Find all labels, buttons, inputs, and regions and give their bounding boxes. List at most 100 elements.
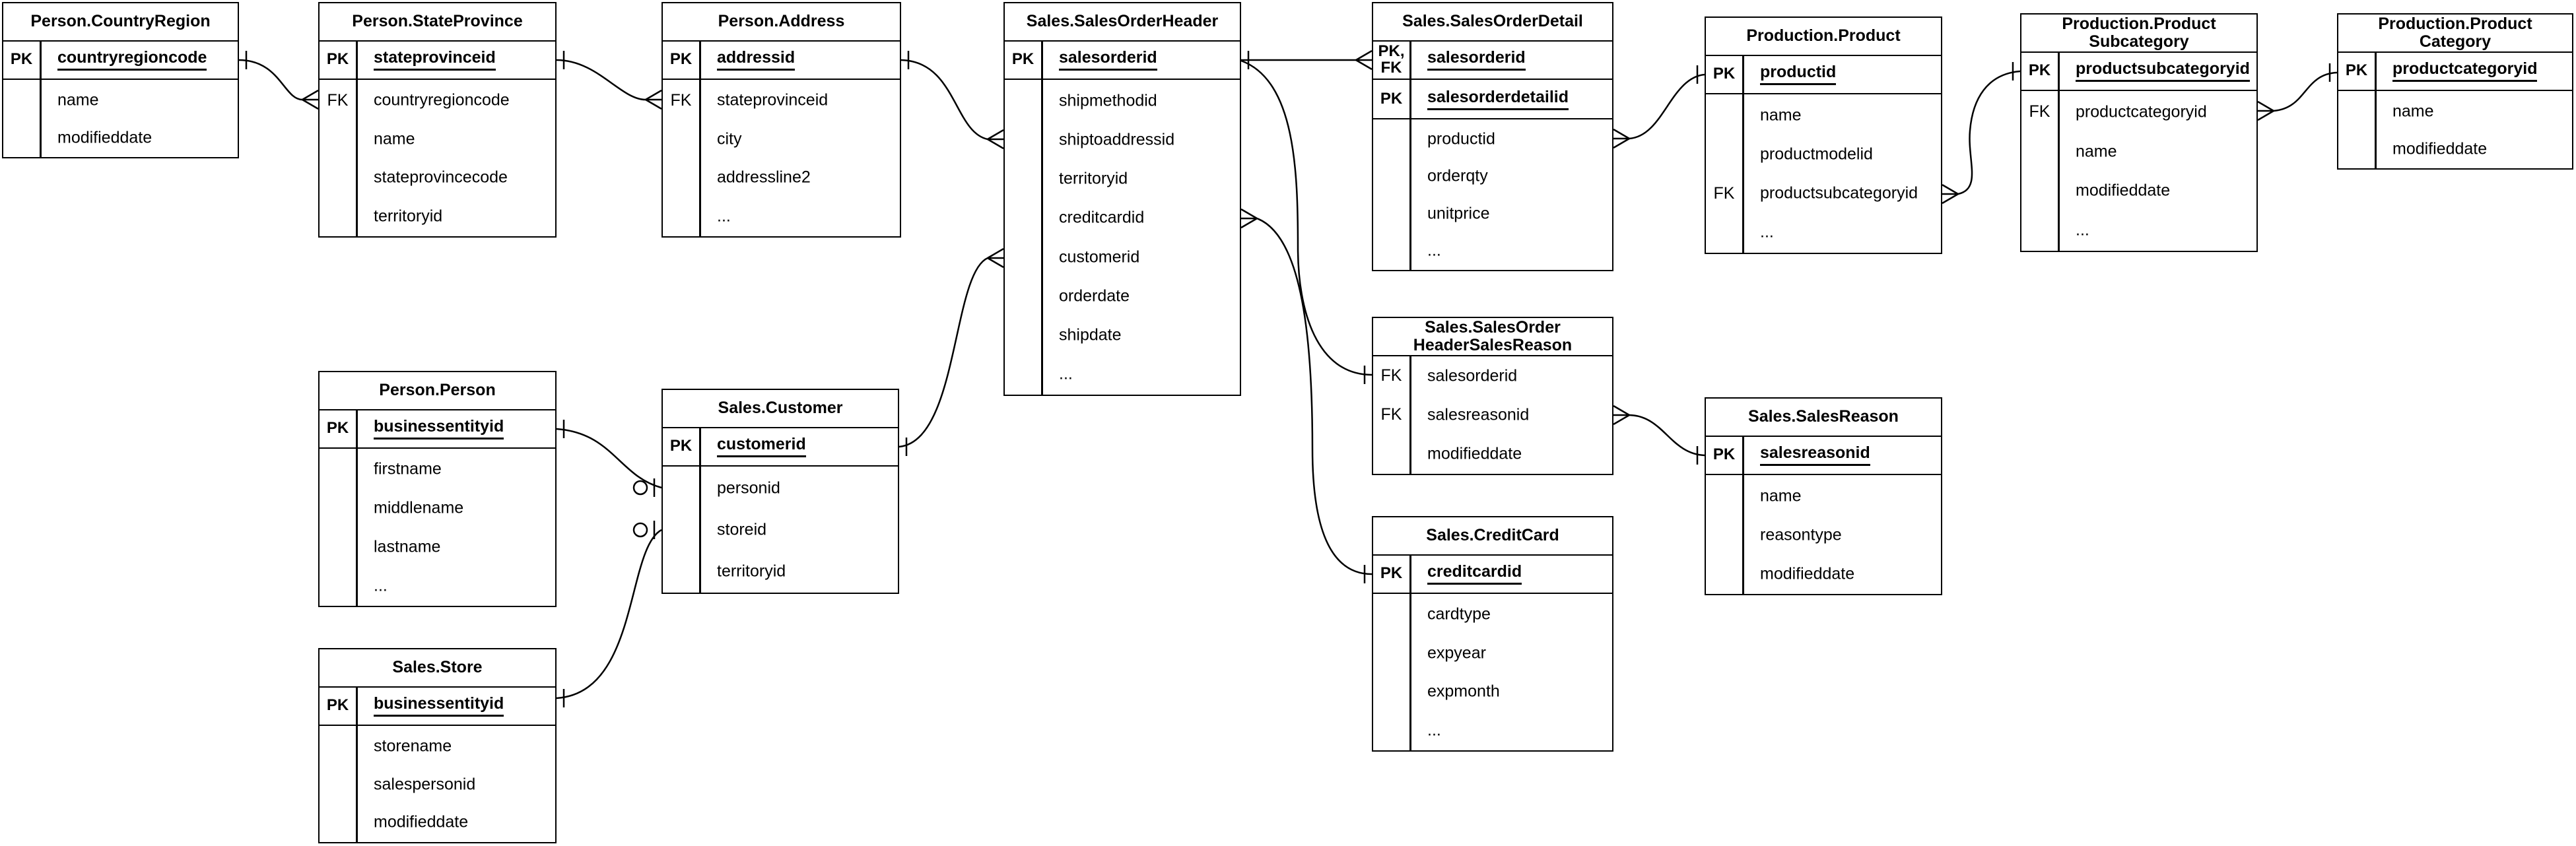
key-column-divider bbox=[356, 40, 358, 236]
key-column-divider bbox=[356, 686, 358, 842]
field-row: name bbox=[2338, 101, 2572, 122]
key-badge-text: PK bbox=[669, 50, 693, 68]
field-row: orderdate bbox=[1005, 286, 1240, 307]
field-name: modifieddate bbox=[374, 812, 469, 831]
field-row: modifieddate bbox=[320, 812, 555, 833]
relationship-countryregion-stateprovince[interactable] bbox=[238, 59, 303, 101]
crows-foot-prong bbox=[645, 89, 662, 101]
field-name: modifieddate bbox=[1760, 564, 1855, 583]
field-row: reasontype bbox=[1706, 525, 1941, 546]
entity-title: Sales.Customer bbox=[663, 390, 898, 428]
primary-key-field: creditcardid bbox=[1427, 562, 1522, 585]
key-badge: PK bbox=[2021, 51, 2058, 90]
field-row: ... bbox=[1373, 720, 1612, 741]
relationship-salesorderdetail-product[interactable] bbox=[1629, 73, 1705, 140]
entity-title-line: Person.Person bbox=[379, 381, 496, 400]
field-name: territoryid bbox=[717, 562, 786, 581]
field-row: storename bbox=[320, 736, 555, 757]
key-badge bbox=[663, 561, 699, 582]
key-badge bbox=[3, 127, 40, 148]
relationship-customer-salesorderheader[interactable] bbox=[898, 257, 988, 448]
field-row: territoryid bbox=[320, 206, 555, 227]
key-badge: PK bbox=[663, 40, 699, 79]
field-row: ... bbox=[1373, 240, 1612, 261]
crows-foot-prong bbox=[302, 89, 319, 101]
field-row: productmodelid bbox=[1706, 144, 1941, 165]
key-column-divider bbox=[1742, 435, 1744, 594]
crows-foot-prong bbox=[645, 98, 662, 110]
relationship-store-customer[interactable] bbox=[556, 529, 662, 700]
field-name: shipmethodid bbox=[1059, 91, 1157, 110]
entity-title: Person.CountryRegion bbox=[3, 3, 238, 42]
key-badge bbox=[1373, 129, 1409, 150]
cardinality-zero-circle bbox=[632, 480, 648, 496]
key-badge: PK bbox=[1373, 80, 1409, 118]
entity-title: Person.StateProvince bbox=[320, 3, 555, 42]
key-badge bbox=[1005, 364, 1041, 385]
key-badge: FK bbox=[2021, 102, 2058, 123]
crows-foot-prong bbox=[1613, 137, 1630, 149]
entity-title-line: Sales.SalesOrderHeader bbox=[1026, 12, 1219, 31]
field-name: orderdate bbox=[1059, 286, 1130, 306]
relationship-salesorderheader-creditcard[interactable] bbox=[1256, 217, 1373, 575]
field-name: name bbox=[2392, 102, 2434, 120]
crows-foot-prong bbox=[1942, 193, 1959, 205]
key-badge-text: PK bbox=[2345, 61, 2368, 79]
key-badge-text: FK bbox=[1713, 183, 1735, 203]
key-badge-text: PK, bbox=[1378, 42, 1405, 60]
field-row: productid bbox=[1373, 129, 1612, 150]
field-row: name bbox=[3, 90, 238, 111]
field-name: productcategoryid bbox=[2076, 102, 2207, 121]
key-badge bbox=[320, 774, 356, 795]
relationship-salesorderheader-salesorderheadersalesreason[interactable] bbox=[1240, 59, 1373, 376]
field-row: name bbox=[320, 129, 555, 150]
field-row: ... bbox=[663, 206, 900, 227]
relationship-person-customer[interactable] bbox=[556, 428, 662, 489]
field-name: modifieddate bbox=[2076, 181, 2171, 200]
relationship-product-productsubcategory[interactable] bbox=[1957, 70, 2021, 195]
field-row: middlename bbox=[320, 498, 555, 519]
key-badge-text: PK bbox=[1712, 445, 1736, 463]
key-badge bbox=[320, 459, 356, 480]
entity-title-line: Person.CountryRegion bbox=[30, 12, 211, 31]
key-column-divider bbox=[1041, 40, 1043, 395]
key-badge bbox=[1005, 168, 1041, 189]
entity-title: Sales.Store bbox=[320, 649, 555, 688]
field-name: salesreasonid bbox=[1427, 405, 1530, 424]
field-name: name bbox=[374, 129, 415, 148]
entity-title-line: Production.Product bbox=[1746, 26, 1901, 46]
primary-key-field: salesorderid bbox=[1059, 48, 1157, 71]
field-row: territoryid bbox=[663, 561, 898, 582]
relationship-stateprovince-address[interactable] bbox=[556, 59, 646, 101]
field-row: lastname bbox=[320, 537, 555, 558]
relationship-salesorderheadersalesreason-salesreason[interactable] bbox=[1629, 414, 1705, 457]
relationship-productsubcategory-productcategory[interactable] bbox=[2273, 71, 2338, 112]
entity-title-line: Sales.SalesOrderDetail bbox=[1402, 12, 1583, 31]
key-badge bbox=[663, 129, 699, 150]
field-row: firstname bbox=[320, 459, 555, 480]
field-name: productmodelid bbox=[1760, 145, 1873, 164]
relationship-address-salesorderheader[interactable] bbox=[900, 59, 988, 141]
